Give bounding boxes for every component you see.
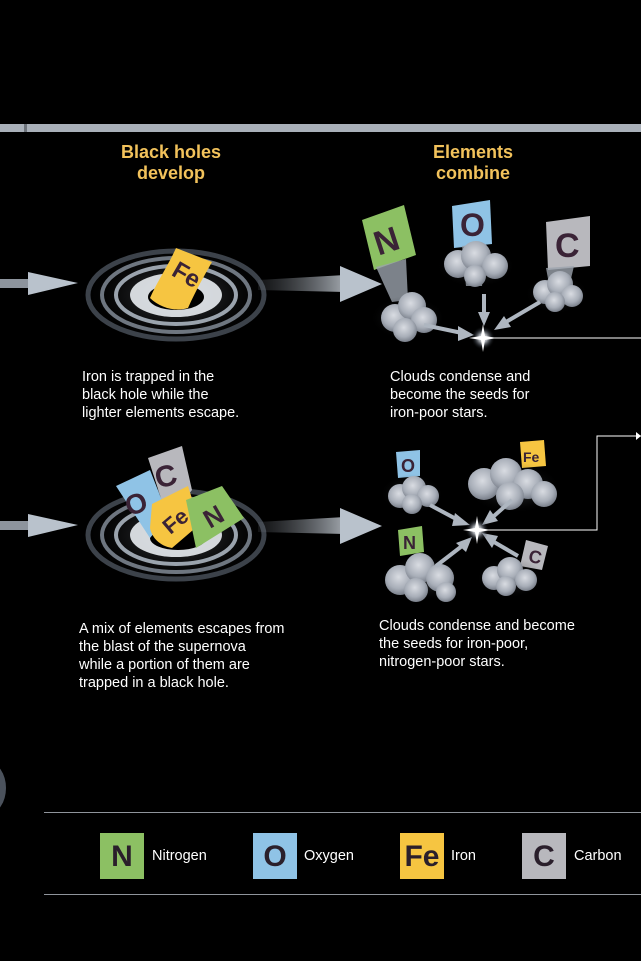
legend-label-oxygen: Oxygen xyxy=(304,848,354,864)
column-title-elements: Elements combine xyxy=(432,142,514,183)
svg-text:Fe: Fe xyxy=(523,449,540,465)
caption-row1-black-hole: Iron is trapped in the black hole while … xyxy=(82,369,240,421)
top-divider-notch xyxy=(24,124,27,132)
legend-bottom-rule xyxy=(44,894,641,895)
row2-nitrogen-cloud: N xyxy=(380,526,460,602)
caption-row2-clouds: Clouds condense and become the seeds for… xyxy=(379,618,575,670)
legend-swatch-iron: Fe xyxy=(400,833,444,879)
legend-top-rule xyxy=(44,812,641,813)
legend-label-nitrogen: Nitrogen xyxy=(152,848,207,864)
row1-incoming-arrow xyxy=(0,272,78,295)
legend-swatch-carbon: C xyxy=(522,833,566,879)
row2-beam-arrow xyxy=(258,508,382,544)
row1-convergence-arrows xyxy=(423,294,542,341)
row2-oxygen-cloud: O xyxy=(380,450,444,514)
column-title-black-holes: Black holes develop xyxy=(120,142,222,183)
row2-carbon-cloud: C xyxy=(476,540,548,598)
row2-iron-cloud: Fe xyxy=(466,440,562,514)
legend-label-iron: Iron xyxy=(451,848,476,864)
svg-text:C: C xyxy=(555,227,580,265)
caption-row2-black-hole: A mix of elements escapes from the blast… xyxy=(79,621,285,691)
row2-mixed-tiles: C O Fe N xyxy=(116,446,244,548)
row1-star xyxy=(469,324,641,352)
row1-oxygen-cloud: O xyxy=(436,200,516,288)
legend-swatch-nitrogen: N xyxy=(100,833,144,879)
svg-text:O: O xyxy=(401,456,415,476)
row2-star xyxy=(463,432,641,544)
row2-incoming-arrow xyxy=(0,514,78,537)
svg-text:O: O xyxy=(460,207,485,243)
left-edge-partial-object xyxy=(0,768,6,808)
row1-beam-arrow xyxy=(258,266,382,302)
row1-carbon-cloud: C xyxy=(525,216,590,314)
top-divider-bar xyxy=(0,124,641,132)
legend-swatch-oxygen: O xyxy=(253,833,297,879)
row2-convergence-arrows xyxy=(429,498,520,568)
caption-row1-clouds: Clouds condense and become the seeds for… xyxy=(390,369,531,421)
svg-text:N: N xyxy=(403,533,416,553)
row1-nitrogen-cloud: N xyxy=(362,205,446,342)
legend-label-carbon: Carbon xyxy=(574,848,622,864)
